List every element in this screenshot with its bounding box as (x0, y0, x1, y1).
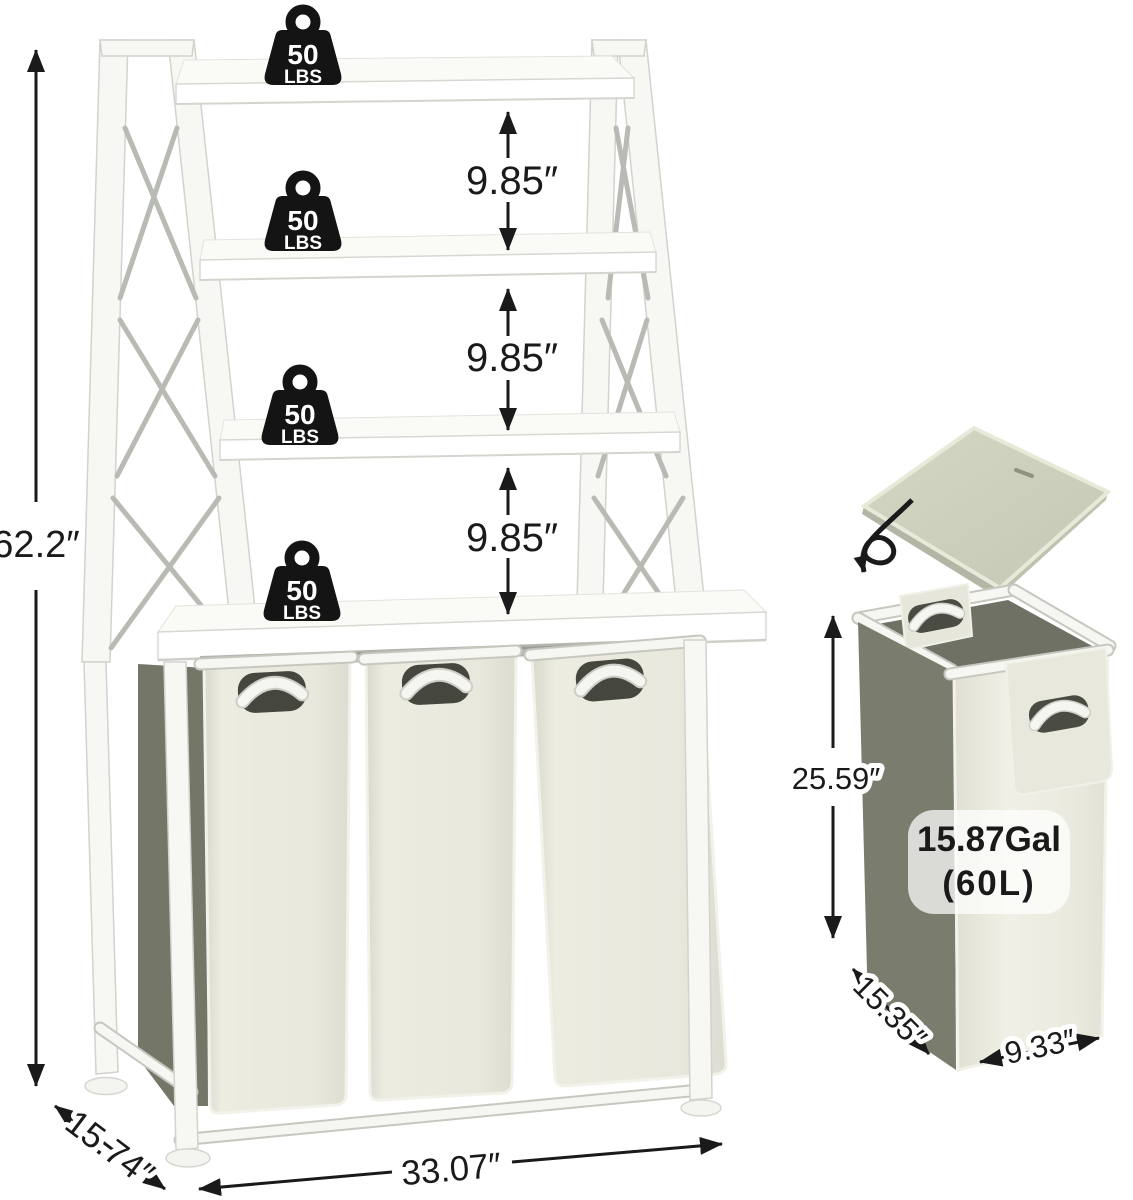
weight-unit: LBS (281, 427, 319, 448)
weight-badge-3: 50 LBS (261, 364, 339, 448)
hamper-front-flap (1004, 646, 1114, 796)
front-left-leg (163, 661, 199, 1151)
laundry-sorter-base (83, 634, 728, 1168)
dim-unit-height: 62.2″ (0, 49, 80, 1087)
shelf-gap-3-label: 9.85″ (466, 516, 558, 560)
laundry-bag-2 (357, 644, 523, 1102)
weight-badge-2: 50 LBS (264, 170, 342, 254)
hamper-height-label: 25.59″ (792, 761, 881, 796)
shelf-gap-1-label: 9.85″ (466, 159, 558, 203)
left-x-braces (108, 125, 239, 651)
hamper-back-flap (898, 582, 974, 652)
weight-body-icon (264, 196, 342, 251)
weight-badges: 50 LBS 50 LBS 50 LBS 50 LBS (261, 4, 342, 624)
dim-unit-depth: 15.74″ (53, 1098, 166, 1199)
weight-unit: LBS (283, 603, 321, 624)
weight-badge-4: 50 LBS (263, 540, 341, 624)
right-top-cap (591, 39, 647, 57)
standalone-hamper: 15.87Gal (60L) (851, 582, 1117, 1072)
weight-value: 50 (286, 575, 317, 606)
hamper-dark-side (858, 622, 956, 1070)
right-side-frame (575, 39, 709, 651)
shelf-1 (175, 55, 636, 105)
dim-hamper-height: 25.59″ (787, 615, 885, 939)
lid-notch (1014, 468, 1034, 478)
unit-width-label: 33.07″ (400, 1146, 503, 1194)
left-side-frame (81, 39, 259, 663)
standalone-hamper-group: 15.87Gal (60L) (851, 425, 1117, 1072)
dim-shelf-gap-3: 9.85″ (461, 467, 563, 615)
unit-depth-label: 15.74″ (58, 1103, 161, 1194)
front-bottom-rail (173, 1083, 707, 1147)
dim-shelf-gap-2: 9.85″ (461, 288, 563, 431)
back-left-leg (83, 661, 119, 1075)
weight-value: 50 (287, 39, 318, 70)
capacity-badge: 15.87Gal (60L) (908, 810, 1070, 914)
hamper-lid-board (860, 425, 1112, 598)
front-right-leg (683, 639, 713, 1101)
laundry-bag-3-pulled-out (523, 634, 728, 1088)
curved-insert-arrow-icon (853, 498, 914, 573)
ladder-shelf-unit (81, 39, 768, 663)
capacity-liters: (60L) (942, 864, 1036, 903)
shelf-gap-2-label: 9.85″ (466, 336, 558, 380)
dim-unit-width: 33.07″ (198, 1136, 723, 1198)
bag-1-handle (235, 671, 310, 713)
weight-unit: LBS (284, 67, 322, 88)
adjustable-feet (84, 1076, 722, 1168)
bag-2-handle (399, 663, 474, 705)
dim-shelf-gap-1: 9.85″ (461, 111, 563, 251)
weight-value: 50 (287, 205, 318, 236)
weight-value: 50 (284, 399, 315, 430)
weight-body-icon (263, 566, 341, 621)
laundry-bag-1 (193, 650, 359, 1115)
left-outer-post (81, 39, 129, 663)
weight-unit: LBS (284, 233, 322, 254)
bag-3-handle (573, 658, 648, 702)
weight-badge-1: 50 LBS (264, 4, 342, 88)
weight-body-icon (261, 390, 339, 445)
weight-body-icon (264, 30, 342, 85)
capacity-gallons: 15.87Gal (917, 820, 1061, 859)
unit-height-label: 62.2″ (0, 524, 80, 566)
left-top-cap (99, 39, 195, 57)
